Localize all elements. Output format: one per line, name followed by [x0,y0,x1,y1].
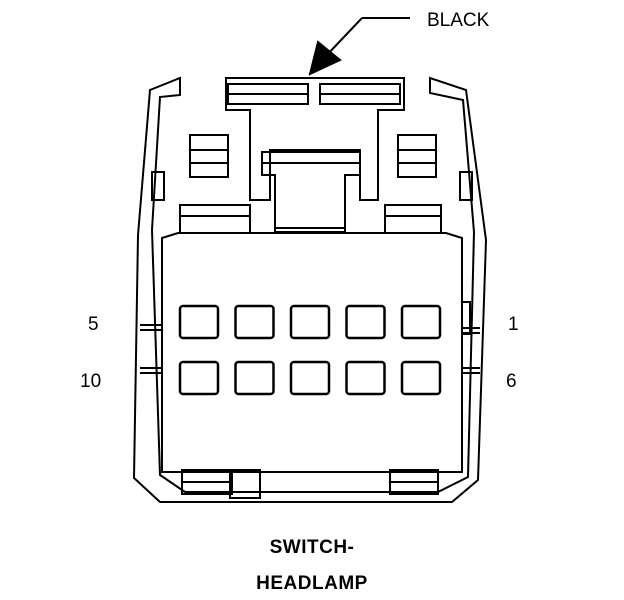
color-arrow-head [308,40,342,76]
pin-label-6: 6 [506,371,517,392]
cavity-grid [178,304,442,396]
connector-outer-shell [132,76,488,503]
pin-label-5: 5 [88,314,99,335]
pin-cavity [178,304,220,340]
pin-cavity [400,360,442,396]
right-shoulder [384,204,442,234]
bottom-center-tab [229,469,261,499]
right-guide [397,134,437,178]
pin-cavity [234,360,275,396]
pin-cavity [289,360,331,396]
pin-cavity [345,304,386,340]
connector-name-line1: SWITCH- [269,537,355,558]
right-key [459,171,473,201]
pin-cavity [234,304,275,340]
connector-name-line2: HEADLAMP [256,573,368,594]
pin-label-1: 1 [508,314,519,335]
pin-cavity [345,360,386,396]
cavity-body [161,232,463,473]
pin-cavity [400,304,442,340]
polarizing-rib [461,301,471,335]
latch-frame [225,77,405,201]
left-key [151,171,165,201]
wire-color-label: BLACK [427,10,490,31]
pin-cavity [289,304,331,340]
pin-label-10: 10 [80,371,102,392]
left-guide [189,134,229,178]
pin-cavity [178,360,220,396]
left-shoulder [179,204,251,234]
